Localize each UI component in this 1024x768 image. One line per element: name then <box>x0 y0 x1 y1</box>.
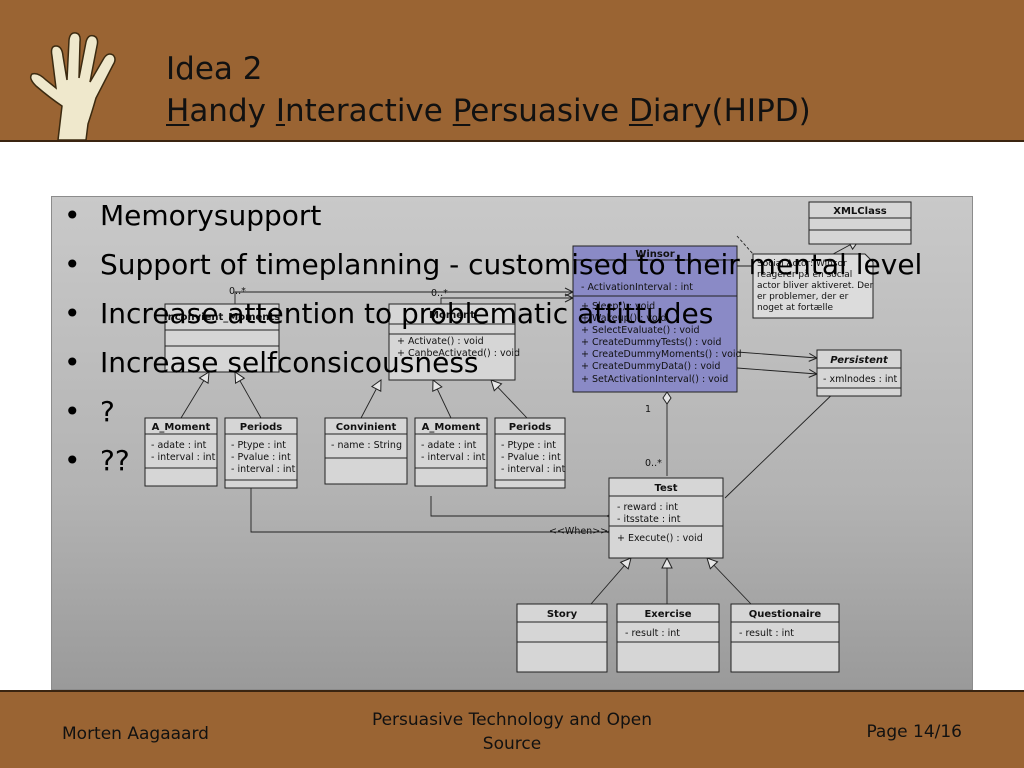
uml-class-diagram: XMLClass Social Actor: Winsor reagerer p… <box>144 201 912 673</box>
footer-page-number: Page 14/16 <box>866 722 962 742</box>
title-initial-h: H <box>166 93 190 129</box>
bullet-item: ?? <box>64 445 944 478</box>
footer-course-line2: Source <box>482 734 542 754</box>
class-questionaire-name: Questionaire <box>749 609 822 620</box>
bullet-item: Increase selfconsicousness <box>64 347 944 380</box>
association-test-moment <box>430 496 607 516</box>
class-story: Story <box>516 603 608 673</box>
bullet-list: Memorysupport Support of timeplanning - … <box>64 200 944 494</box>
stereotype-when-label: <<When>> <box>549 526 608 537</box>
slide-title: Idea 2 Handy Interactive Persuasive Diar… <box>166 48 811 132</box>
dependency-when <box>250 486 607 532</box>
moment-op-0: + Activate() : void <box>397 336 484 347</box>
slide-footer: Morten Aagaaard Persuasive Technology an… <box>0 690 1024 768</box>
winsor-op-2: + SelectEvaluate() : void <box>581 325 700 336</box>
title-line1: Idea 2 <box>166 51 263 87</box>
footer-author: Morten Aagaaard <box>62 724 209 744</box>
persistent-attr-0: - xmlnodes : int <box>823 374 898 385</box>
title-initial-i: I <box>275 93 285 129</box>
note-line-4: er problemer, der er <box>757 292 849 302</box>
class-questionaire: Questionaire - result : int <box>730 603 840 673</box>
test-attr-1: - itsstate : int <box>617 514 681 525</box>
bullet-item: ? <box>64 396 944 429</box>
title-initial-p: P <box>452 93 471 129</box>
title-line2: Handy Interactive Persuasive Diary(HIPD) <box>166 90 811 132</box>
hand-logo-icon <box>29 32 116 140</box>
title-word-ersuasive: ersuasive <box>470 93 629 129</box>
title-word-nteractive: nteractive <box>285 93 453 129</box>
test-attr-0: - reward : int <box>617 502 678 513</box>
exercise-attr-0: - result : int <box>625 628 680 639</box>
multiplicity-label-2: 0..* <box>431 288 448 299</box>
slide-header: Idea 2 Handy Interactive Persuasive Diar… <box>0 0 1024 142</box>
title-word-andy: andy <box>189 93 276 129</box>
winsor-op-6: + SetActivationInterval() : void <box>581 374 728 385</box>
bullet-item: Memorysupport <box>64 200 944 233</box>
title-word-iary: iary(HIPD) <box>652 93 811 129</box>
note-line-3: actor bliver aktiveret. Der <box>757 281 874 291</box>
inheritance-questionaire-test <box>707 558 752 605</box>
bullet-item: Support of timeplanning - customised to … <box>64 249 944 282</box>
questionaire-attr-0: - result : int <box>739 628 794 639</box>
title-initial-d: D <box>628 93 653 129</box>
footer-course-line1: Persuasive Technology and Open <box>371 710 653 730</box>
winsor-op-3: + CreateDummyTests() : void <box>581 337 721 348</box>
inheritance-story-test <box>590 558 631 605</box>
class-test: Test - reward : int - itsstate : int + E… <box>608 477 724 559</box>
class-story-name: Story <box>547 609 578 620</box>
class-exercise: Exercise - result : int <box>616 603 720 673</box>
class-test-name: Test <box>654 483 677 494</box>
multiplicity-label-1: 0..* <box>229 286 246 297</box>
winsor-attr-0: - ActivationInterval : int <box>581 282 693 293</box>
bullet-item: Increase attention to problematic attitt… <box>64 298 944 331</box>
class-exercise-name: Exercise <box>644 609 691 620</box>
footer-course: Persuasive Technology and Open Source <box>350 708 674 756</box>
test-op-0: + Execute() : void <box>617 533 703 544</box>
